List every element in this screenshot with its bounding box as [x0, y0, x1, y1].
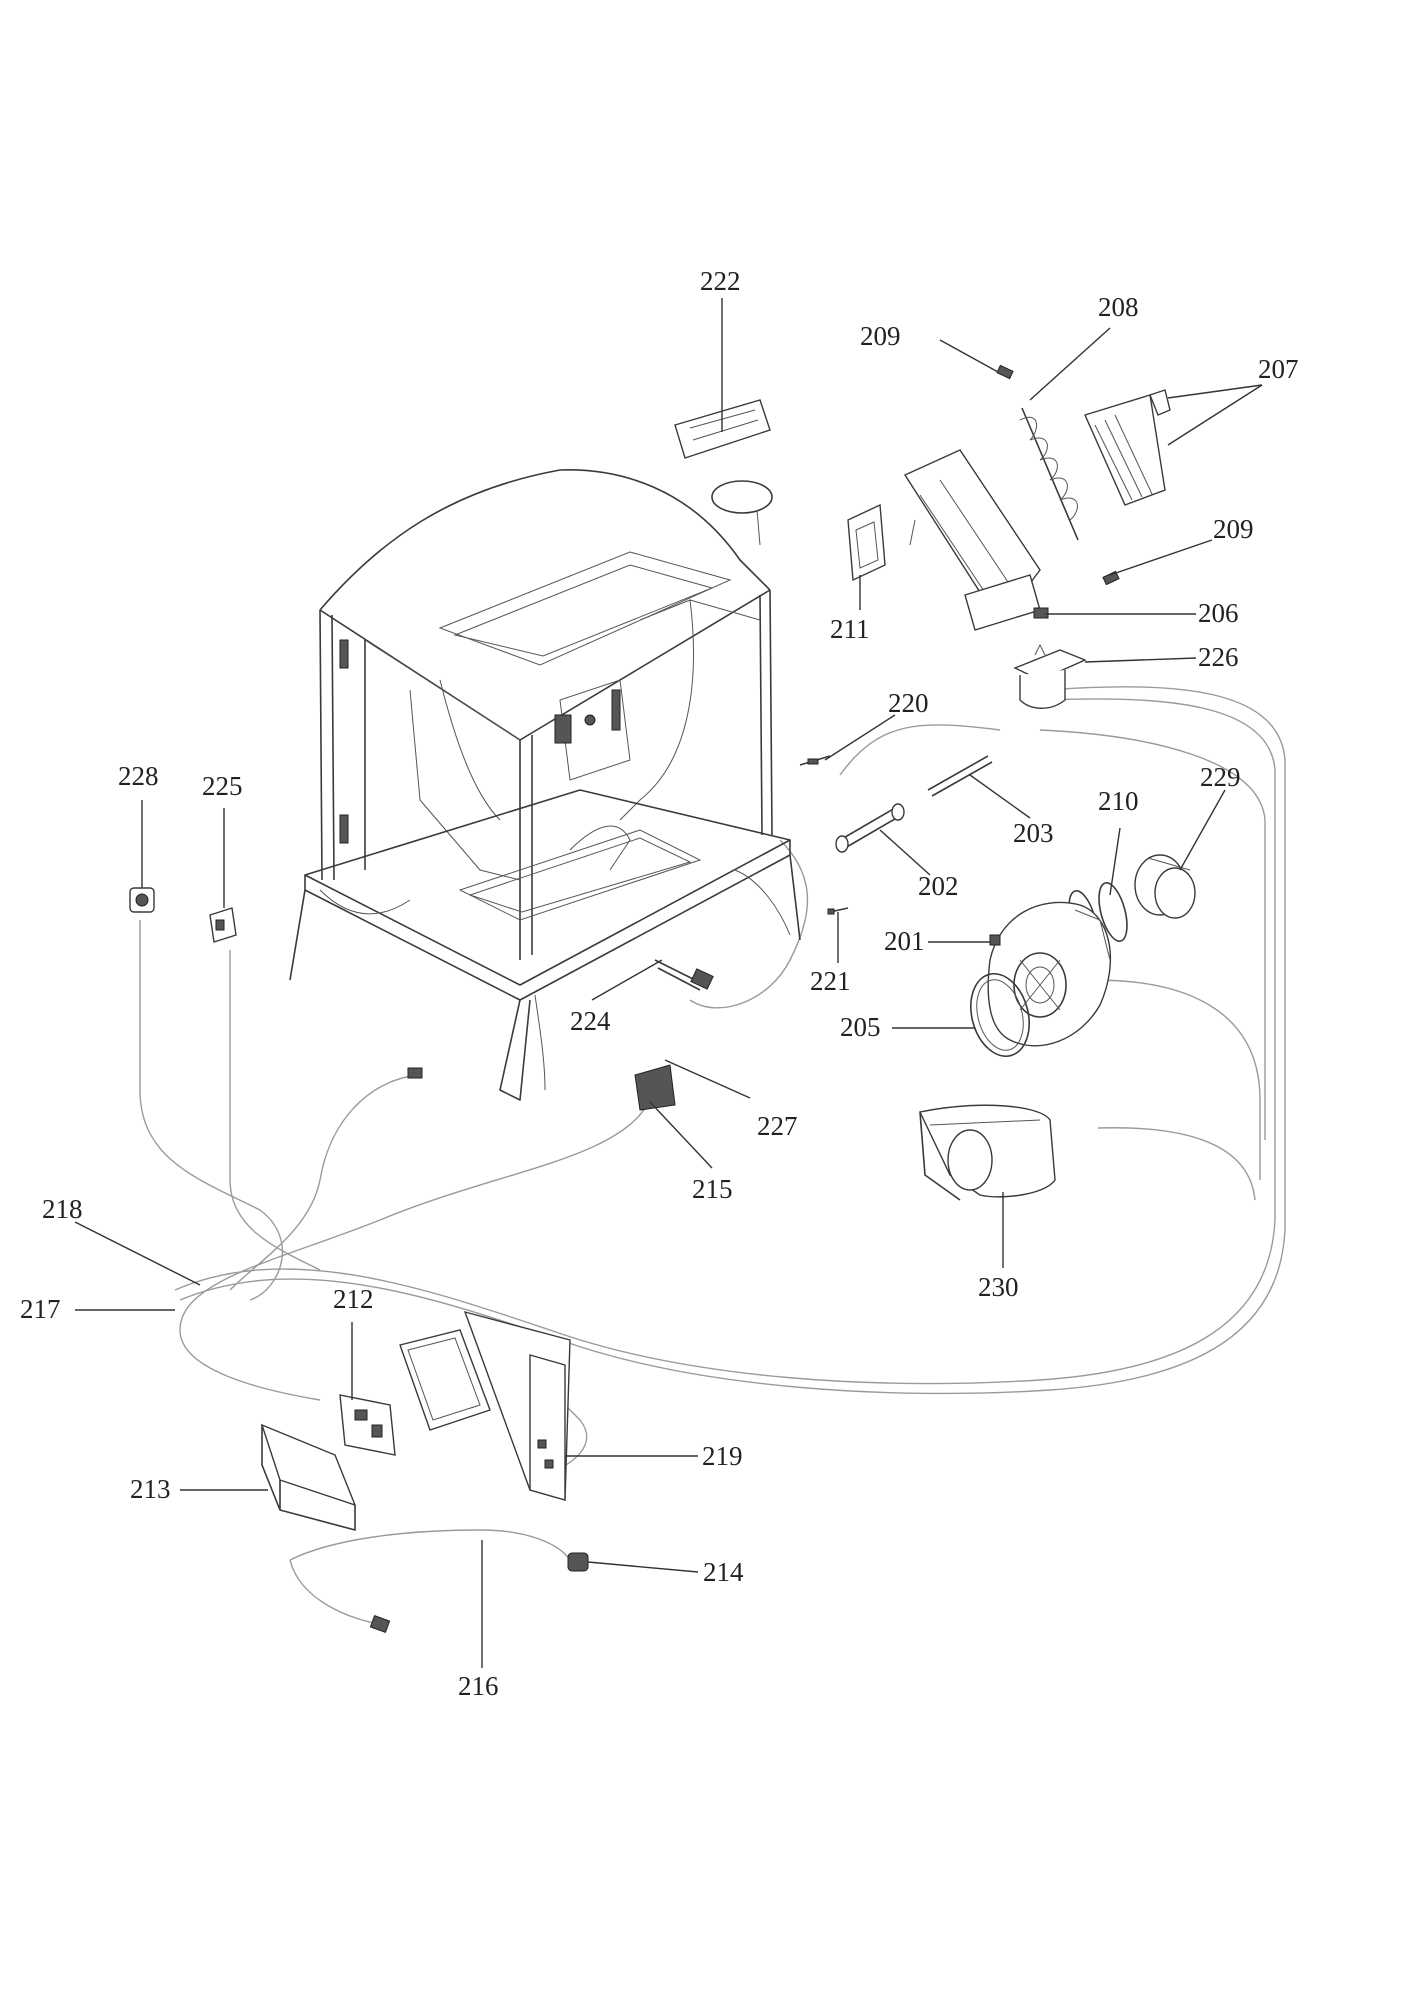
- combustion-blower-201: [987, 901, 1112, 1047]
- bushing-206: [1033, 607, 1049, 619]
- label-217: 217: [20, 1294, 61, 1324]
- label-211: 211: [830, 614, 870, 644]
- convection-blower-230: [918, 1104, 1056, 1201]
- auger-tube: [903, 449, 1041, 631]
- mounting-plates-219: [399, 1310, 571, 1501]
- label-216: 216: [458, 1671, 499, 1701]
- pressure-switch-215: [634, 1064, 676, 1111]
- screw-209-top: [996, 364, 1014, 380]
- label-208: 208: [1098, 292, 1139, 322]
- label-229: 229: [1200, 762, 1241, 792]
- label-214: 214: [703, 1557, 744, 1587]
- auger-motor-226: [1013, 643, 1087, 709]
- pin-221: [827, 907, 849, 915]
- power-cord-216: [369, 1614, 391, 1634]
- sensor-228: [129, 887, 155, 913]
- label-220: 220: [888, 688, 929, 718]
- control-board-212: [339, 1394, 396, 1456]
- stove-frame: [289, 469, 801, 1101]
- part-labels: 222 209 208 207 209 211 206 226 220 203 …: [20, 266, 1299, 1701]
- leader-lines: [74, 298, 1263, 1668]
- pipe-202: [835, 803, 905, 853]
- igniter-224: [654, 959, 714, 991]
- rod-203: [927, 755, 993, 797]
- side-plates-207: [1084, 389, 1171, 506]
- label-230: 230: [978, 1272, 1019, 1302]
- label-226: 226: [1198, 642, 1239, 672]
- label-213: 213: [130, 1474, 171, 1504]
- cable-connector: [407, 1067, 423, 1079]
- label-225: 225: [202, 771, 243, 801]
- label-224: 224: [570, 1006, 611, 1036]
- fuse-holder-214: [567, 1552, 589, 1572]
- gasket-205: [970, 972, 1030, 1058]
- fuse-box-213: [260, 1423, 357, 1531]
- label-205: 205: [840, 1012, 881, 1042]
- exhaust-connector-229: [1134, 854, 1196, 919]
- label-201: 201: [884, 926, 925, 956]
- switch-225: [209, 907, 237, 943]
- plate-211: [847, 503, 886, 582]
- label-209-lower: 209: [1213, 514, 1254, 544]
- label-222: 222: [700, 266, 741, 296]
- label-221: 221: [810, 966, 851, 996]
- auger-screw-208: [1019, 407, 1079, 541]
- label-219: 219: [702, 1441, 743, 1471]
- control-panel-222: [674, 399, 773, 546]
- label-215: 215: [692, 1174, 733, 1204]
- label-228: 228: [118, 761, 159, 791]
- label-206: 206: [1198, 598, 1239, 628]
- label-209-top: 209: [860, 321, 901, 351]
- label-207: 207: [1258, 354, 1299, 384]
- wiring-harness: [139, 686, 1286, 1626]
- label-227: 227: [757, 1111, 798, 1141]
- label-210: 210: [1098, 786, 1139, 816]
- label-203: 203: [1013, 818, 1054, 848]
- label-218: 218: [42, 1194, 83, 1224]
- label-212: 212: [333, 1284, 374, 1314]
- screw-209-lower: [1102, 570, 1120, 586]
- shaft-220: [799, 755, 831, 766]
- label-202: 202: [918, 871, 959, 901]
